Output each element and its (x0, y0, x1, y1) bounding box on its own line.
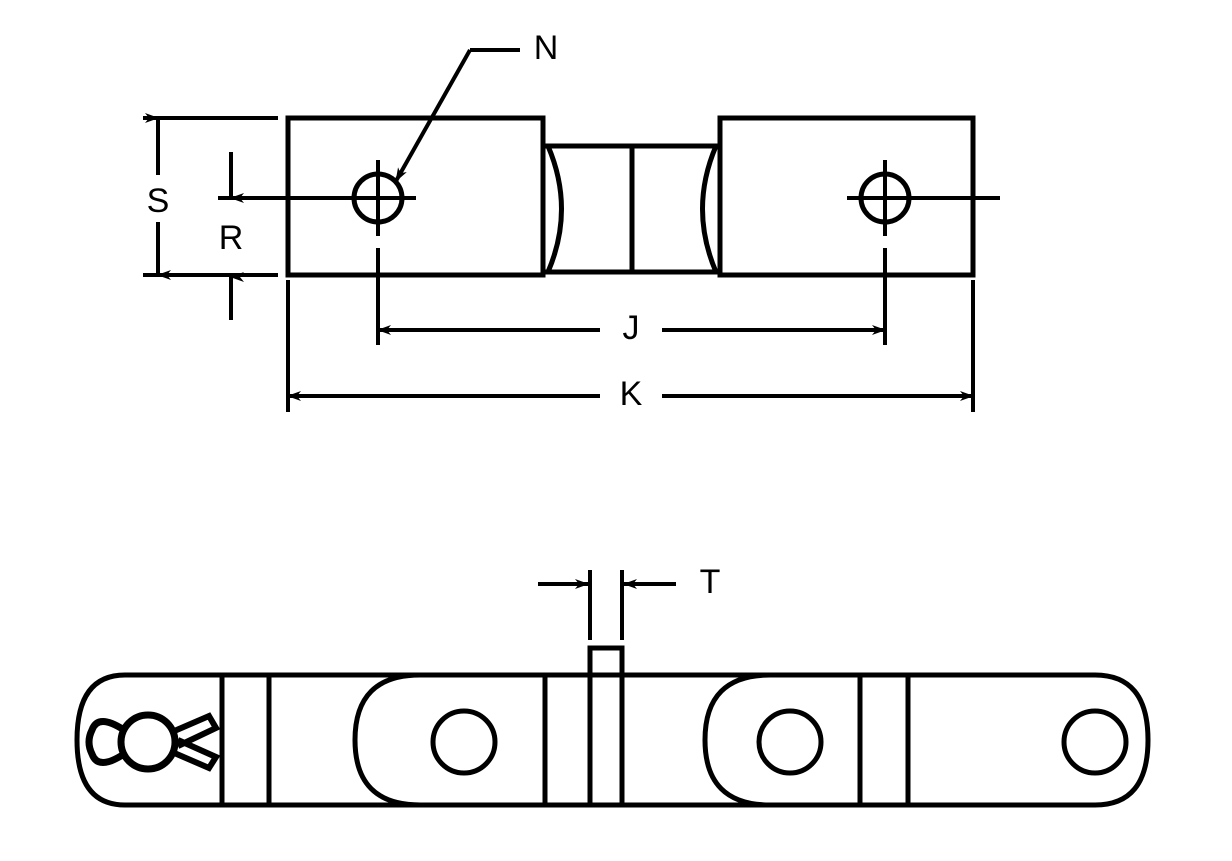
n-leader-diagonal (394, 49, 472, 182)
right-side-plate (717, 115, 976, 278)
dimension-label-k: K (620, 375, 643, 413)
left-link-dividers (219, 675, 272, 805)
right-pin-hole (847, 160, 923, 236)
left-side-plate (285, 115, 546, 278)
r-dimension-group: R (219, 152, 244, 320)
inner-link-one (352, 672, 548, 808)
inner-link-two (702, 672, 863, 808)
cotter-pin-leg-lower (170, 737, 221, 772)
dimension-label-s: S (147, 182, 170, 220)
center-right-arc (700, 145, 719, 273)
center-link-section (543, 143, 720, 275)
inner-link-two-profile (702, 672, 860, 808)
side-view-hole-right (1061, 708, 1129, 776)
attachment-lug (587, 645, 625, 805)
n-leader-group: N (394, 29, 559, 182)
cotter-pin-head (117, 711, 179, 773)
k-dimension-group: K (286, 280, 975, 413)
dimension-label-t: T (700, 563, 721, 601)
inner-link-one-profile (352, 672, 545, 808)
right-plate-outline (717, 115, 976, 278)
left-plate-outline (285, 115, 546, 278)
t-dimension-group: T (538, 563, 720, 640)
chain-strand-outline (74, 672, 1151, 808)
s-dimension-group: S (143, 113, 278, 280)
side-view-hole-left (430, 708, 498, 776)
dimension-label-r: R (219, 219, 244, 257)
dimension-label-j: J (623, 309, 640, 347)
side-view-hole-middle (756, 708, 824, 776)
dimension-label-n: N (534, 29, 559, 67)
cotter-pin-eye (85, 718, 126, 766)
top-view-group: N S R J (143, 29, 1000, 413)
lug-top-profile (587, 645, 625, 675)
chain-outer-profile (74, 672, 1151, 808)
cotter-pin-detail (85, 711, 221, 773)
center-left-arc (545, 145, 564, 273)
left-pin-hole (340, 160, 416, 236)
side-view-group: T (74, 563, 1151, 808)
cotter-pin-leg-upper (170, 712, 221, 749)
j-dimension-group: J (376, 248, 887, 347)
